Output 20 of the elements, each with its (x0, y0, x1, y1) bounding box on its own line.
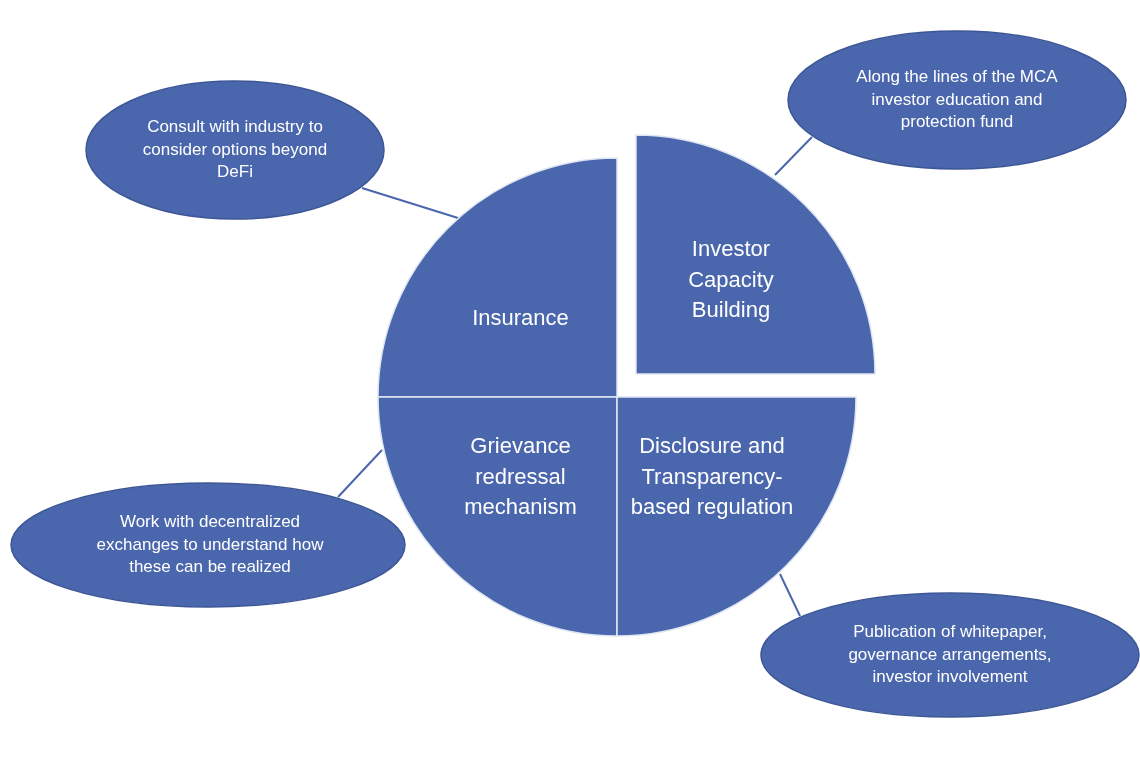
node-label: Insurance (472, 303, 569, 332)
oval-callout (787, 30, 1127, 170)
node-label: Investor Capacity Building (687, 234, 775, 325)
node-label: Grievance redressal mechanism (463, 431, 578, 522)
oval-callout (10, 482, 406, 608)
oval-callout (85, 80, 385, 220)
oval-callout (760, 592, 1140, 718)
node-label: Along the lines of the MCA investor education and protection fund (855, 65, 1059, 134)
connector-line (779, 573, 801, 617)
quadrant-segment (617, 397, 856, 636)
connector-line (337, 449, 383, 498)
connector-line (774, 136, 813, 176)
node-label: Work with decentralized exchanges to understand how these can be realized (95, 510, 325, 579)
connector-line (361, 187, 459, 219)
node-label: Consult with industry to consider options beyond DeFi (141, 115, 329, 184)
quadrant-segment (378, 158, 617, 397)
node-label: Disclosure and Transparency-based regulation (629, 431, 795, 522)
quadrant-segment (378, 397, 617, 636)
quadrant-segment (636, 135, 875, 374)
node-label: Publication of whitepaper, governance arrangements, investor involvement (847, 620, 1053, 689)
